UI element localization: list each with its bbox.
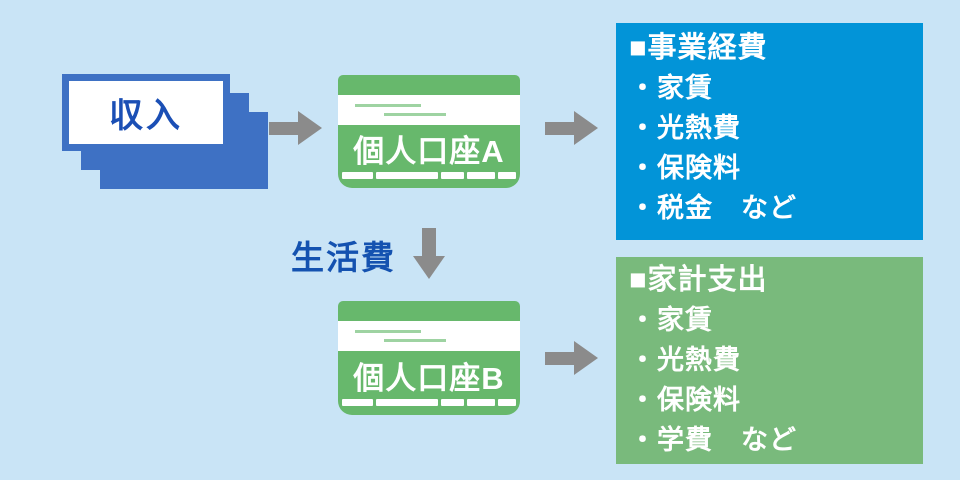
passbook-top-strip [338,75,520,95]
passbook-print-line [384,339,446,342]
arrow-right-icon [545,111,598,145]
arrow-shaft [545,352,574,365]
arrow-shaft [545,122,574,135]
income-label: 収入 [109,97,183,135]
arrow-shaft [422,228,436,256]
passbook-print-line [355,330,421,333]
living-expenses-label: 生活費 [291,239,396,276]
arrow-down-icon [413,228,445,279]
passbook-account-a: 個人口座A [338,75,520,188]
household-expenses-heading: ■家計支出 [629,264,768,296]
expense-item: ・税金 など [629,193,797,223]
expense-item: ・学費 など [629,425,797,455]
arrow-head [574,111,598,145]
passbook-top-strip [338,301,520,321]
passbook-body: 個人口座B [338,351,520,399]
passbook-a-label: 個人口座A [353,134,505,169]
arrow-head [298,111,322,145]
expense-item: ・光熱費 [629,113,741,143]
income-card-front: 収入 [62,74,230,151]
business-expenses-heading: ■事業経費 [629,32,768,64]
expense-item: ・光熱費 [629,345,741,375]
expense-item: ・家賃 [629,305,713,335]
passbook-b-label: 個人口座B [353,360,505,396]
passbook-body: 個人口座A [338,125,520,172]
passbook-white-band [338,95,520,125]
arrow-right-icon [269,111,322,145]
arrow-head [574,341,598,375]
passbook-page-edge [342,172,516,179]
expense-item: ・保険料 [629,385,741,415]
passbook-page-edge [342,399,516,406]
passbook-print-line [355,104,421,107]
arrow-shaft [269,122,298,135]
passbook-print-line [384,113,446,116]
arrow-right-icon [545,341,598,375]
expense-item: ・家賃 [629,73,713,103]
arrow-head [413,256,445,279]
business-expenses-box: ■事業経費 ・家賃 ・光熱費 ・保険料 ・税金 など [616,23,923,240]
passbook-account-b: 個人口座B [338,301,520,415]
expense-item: ・保険料 [629,153,741,183]
household-expenses-box: ■家計支出 ・家賃 ・光熱費 ・保険料 ・学費 など [616,257,923,464]
passbook-white-band [338,321,520,351]
